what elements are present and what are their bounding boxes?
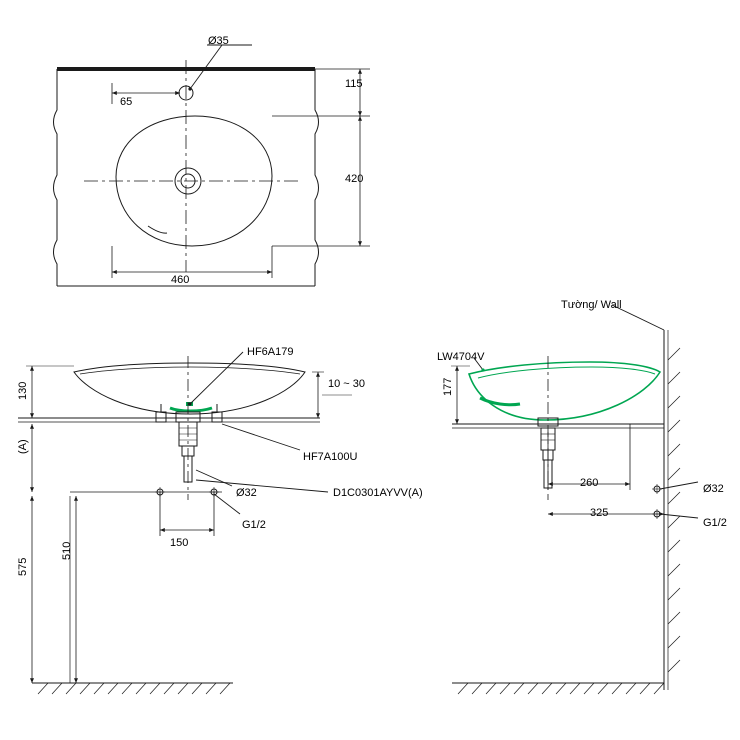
right-basin-section xyxy=(467,361,662,421)
left-floor-575: 575 xyxy=(17,557,29,576)
right-wall: Tường/ Wall xyxy=(561,299,622,311)
leader-supply xyxy=(213,493,241,515)
side-basin-rim-inner xyxy=(79,366,301,375)
leader-trap xyxy=(195,479,329,493)
leader-wall xyxy=(611,304,665,331)
right-floor-hatch xyxy=(457,682,665,695)
side-dim-gap xyxy=(312,371,352,418)
top-view-dim-460 xyxy=(111,246,273,278)
left-gap: 10 ~ 30 xyxy=(328,378,366,390)
side-angle-valves xyxy=(155,404,223,423)
right-supply-points xyxy=(652,481,699,519)
wall-mount-view-group xyxy=(451,304,699,695)
leader-drain xyxy=(195,469,233,487)
leader-faucet xyxy=(189,351,244,405)
leader-basin xyxy=(473,357,484,371)
top-view-group xyxy=(53,44,370,287)
top-width-460: 460 xyxy=(171,274,190,286)
top-hole-dia: Ø35 xyxy=(208,35,229,47)
top-view-overflow-slot xyxy=(147,225,168,234)
right-basin: LW4704V xyxy=(437,351,485,363)
right-supply: G1/2 xyxy=(703,517,727,529)
top-view-drain-outer xyxy=(174,167,202,195)
right-wall-hatch xyxy=(667,347,681,673)
right-proj-260: 260 xyxy=(580,477,599,489)
left-supply: G1/2 xyxy=(242,519,266,531)
right-basin-rim-inner xyxy=(477,366,656,379)
top-view-dia-leader xyxy=(189,44,223,90)
top-offset-65: 65 xyxy=(120,96,133,108)
right-proj-325: 325 xyxy=(590,507,609,519)
top-view-dim-65 xyxy=(111,83,180,104)
side-basin-accent xyxy=(169,406,213,413)
top-height-115: 115 xyxy=(345,78,363,90)
top-view-basin-outline xyxy=(115,115,273,247)
left-overall-a: (A) xyxy=(17,439,29,454)
top-view-extension-lines xyxy=(272,68,370,247)
left-faucet: HF6A179 xyxy=(247,346,294,358)
top-view-centerlines xyxy=(84,60,300,272)
side-dim-510 xyxy=(74,496,78,683)
left-spread-150: 150 xyxy=(170,537,189,549)
right-dim-325 xyxy=(548,512,664,516)
side-floor xyxy=(32,682,233,684)
side-floor-hatch xyxy=(37,682,231,695)
right-dim-177 xyxy=(451,365,470,424)
left-trapht-510: 510 xyxy=(61,541,73,560)
side-basin-section xyxy=(73,362,306,415)
leader-waste xyxy=(221,423,301,451)
side-dim-150 xyxy=(159,492,215,536)
right-drain-dia: Ø32 xyxy=(703,483,724,495)
left-trap: D1C0301AYVV(A) xyxy=(333,487,423,499)
right-height-177: 177 xyxy=(442,377,454,396)
right-dim-260 xyxy=(547,424,631,490)
top-depth-420: 420 xyxy=(345,173,364,185)
side-dim-130 xyxy=(26,365,74,418)
side-supply-points xyxy=(70,487,222,497)
left-drain-dia: Ø32 xyxy=(236,487,257,499)
right-basin-accent xyxy=(479,396,521,407)
left-height-130: 130 xyxy=(17,381,29,400)
left-waste: HF7A100U xyxy=(303,451,358,463)
top-view-right-break xyxy=(314,69,319,286)
top-view-left-break xyxy=(53,69,58,286)
side-section-view-group xyxy=(18,351,352,695)
